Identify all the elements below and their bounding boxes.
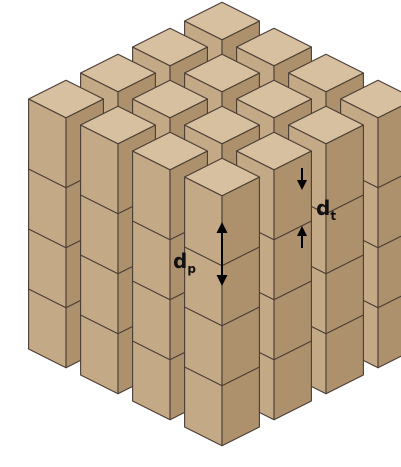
dp-label: dp — [173, 249, 196, 276]
cube-top-face — [340, 79, 401, 119]
cube-top-face — [184, 53, 260, 93]
dt-dimension-arrows — [297, 168, 307, 248]
cube-top-face — [132, 27, 208, 67]
cube-top-face — [184, 157, 260, 197]
cube-top-face — [184, 105, 260, 145]
cube-top-face — [184, 1, 260, 41]
cube-top-face — [132, 79, 208, 119]
cube-top-face — [236, 27, 312, 67]
cube-top-face — [288, 105, 364, 145]
cube-top-face — [132, 131, 208, 171]
dt-label: dt — [316, 196, 336, 223]
dt-label-sub: t — [330, 209, 336, 223]
dp-label-main: d — [173, 249, 187, 273]
cube-top-face — [236, 131, 312, 171]
dt-label-main: d — [316, 196, 330, 220]
cube-element — [184, 157, 260, 267]
dimension-arrows — [216, 168, 307, 286]
cube-top-face — [28, 79, 104, 119]
cube-top-face — [288, 53, 364, 93]
dimension-labels: dp dt — [173, 196, 336, 276]
cube-array — [28, 1, 401, 447]
cube-top-face — [80, 53, 156, 93]
dp-dimension-arrow — [216, 222, 228, 286]
cube-top-face — [236, 79, 312, 119]
cube-top-face — [80, 105, 156, 145]
dp-label-sub: p — [187, 262, 196, 276]
